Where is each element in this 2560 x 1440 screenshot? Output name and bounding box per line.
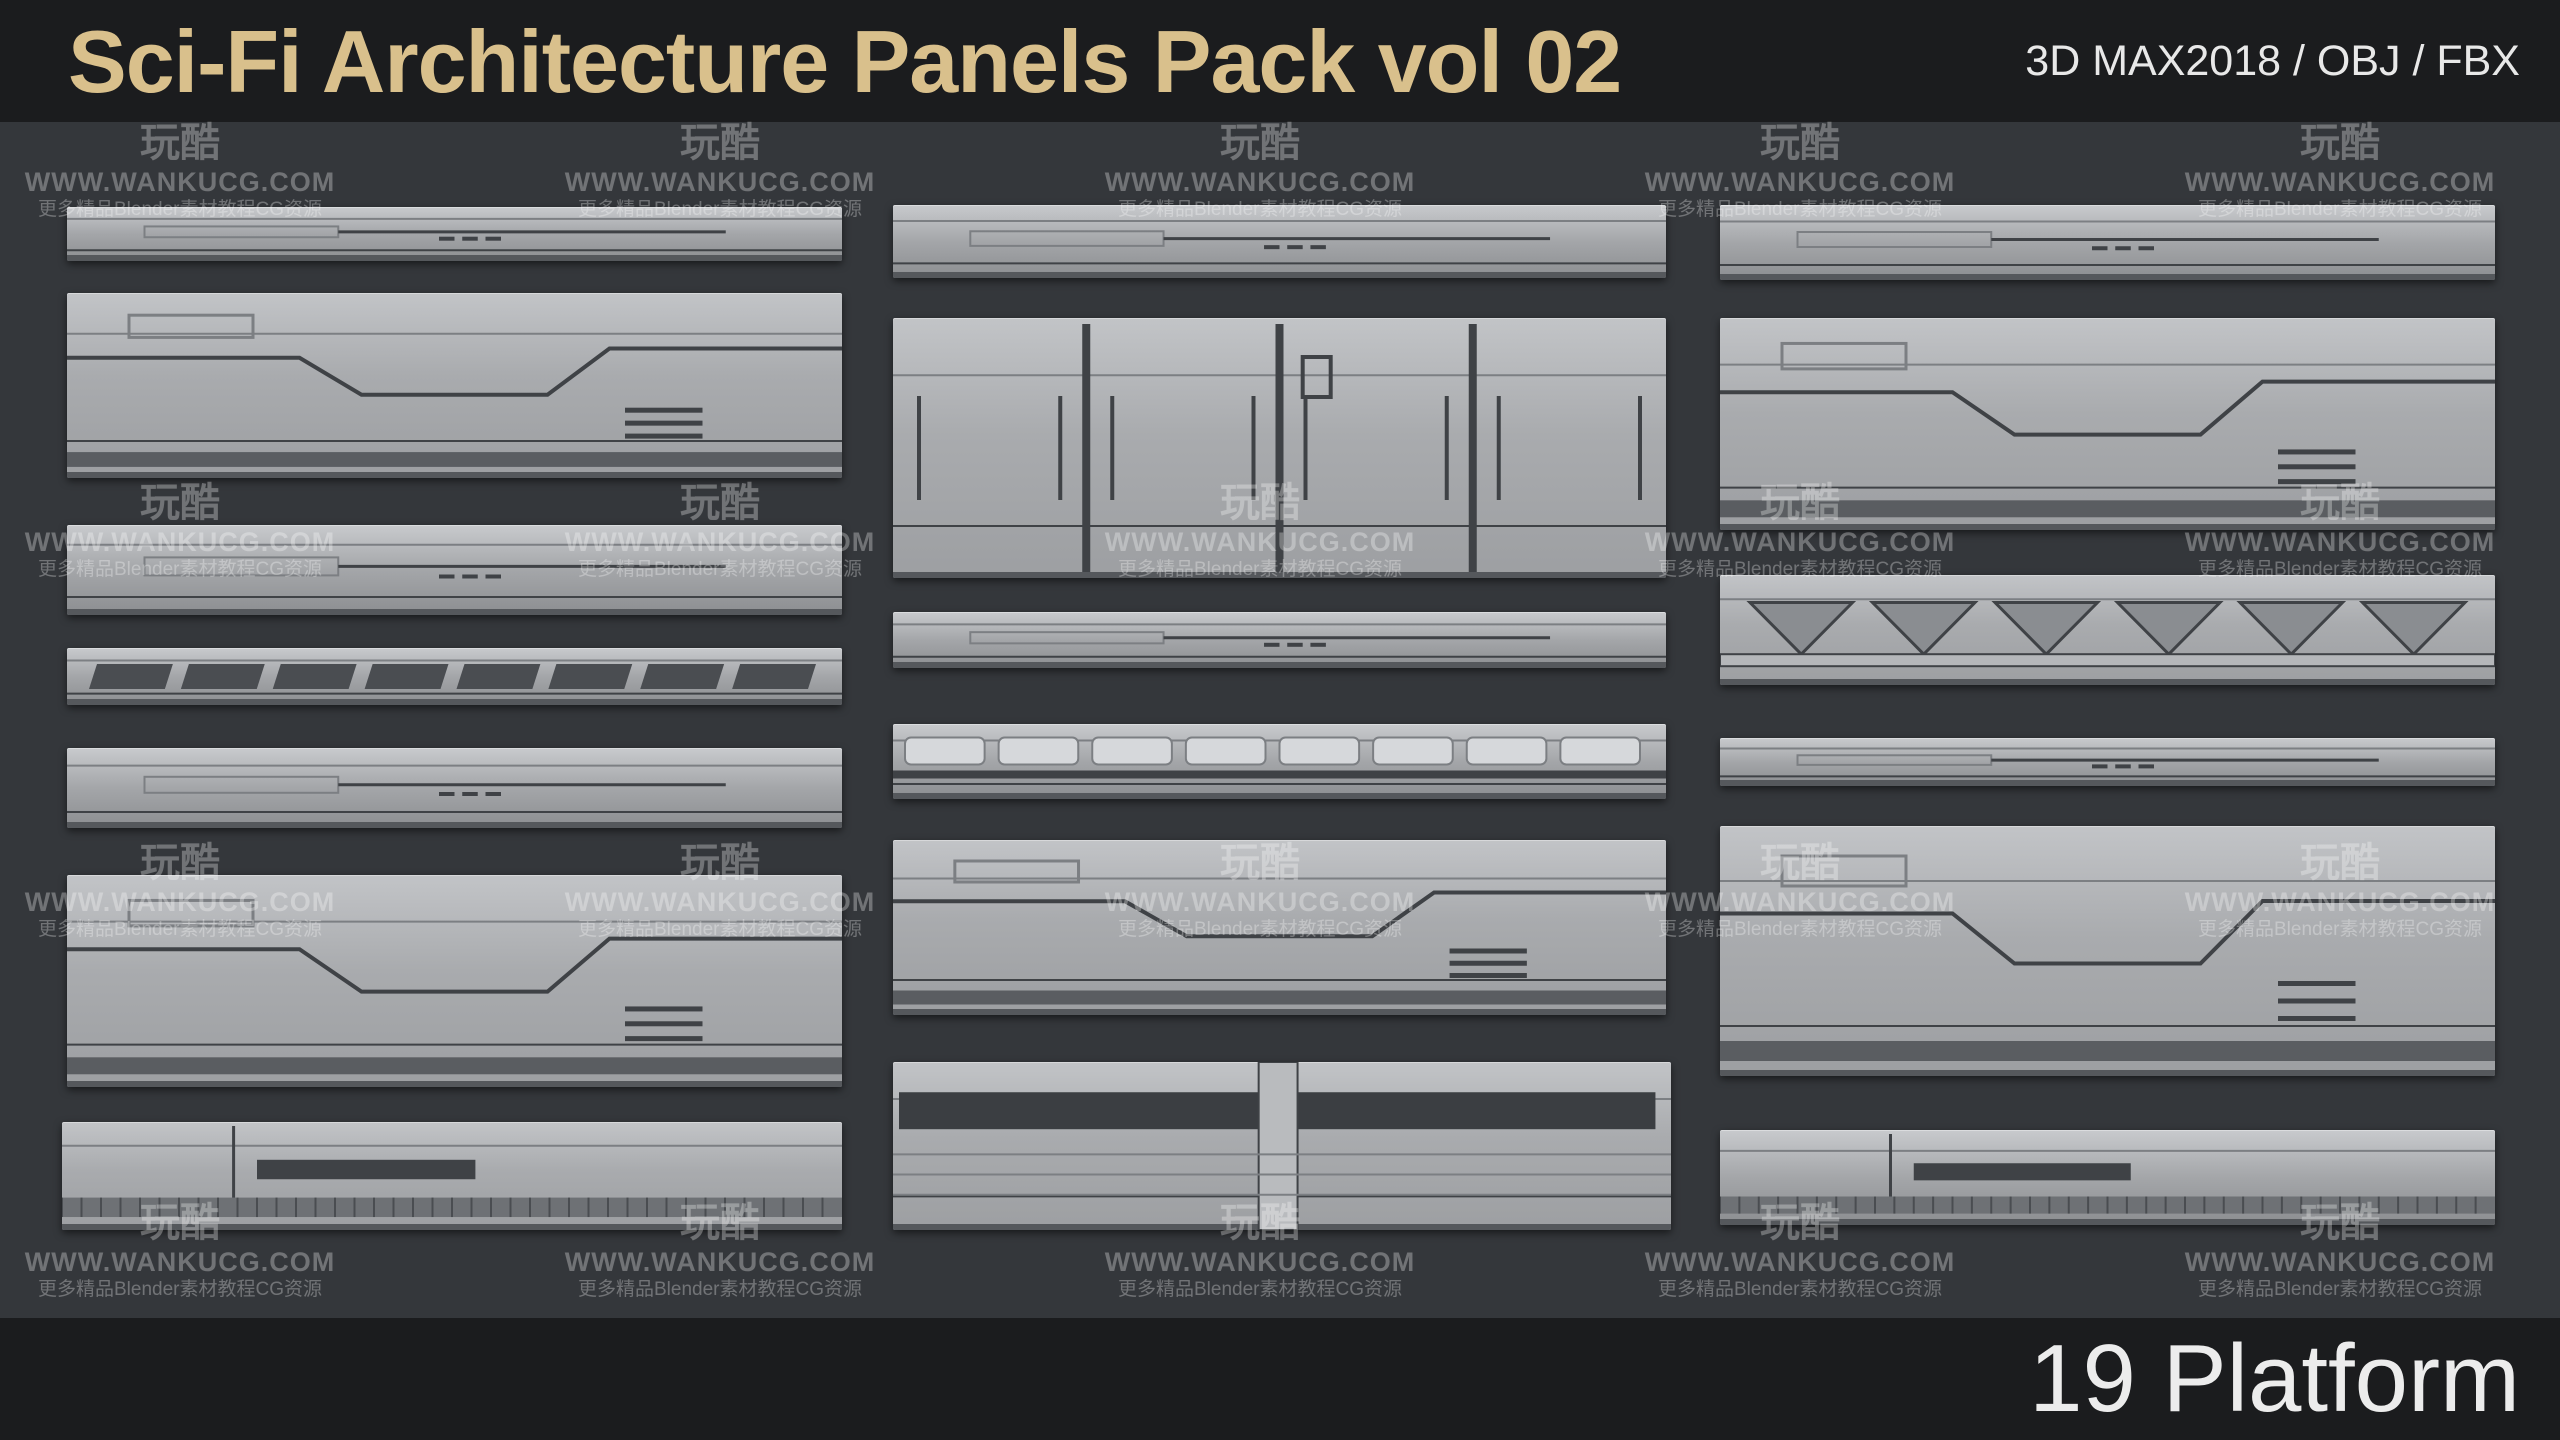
panel-detail (67, 217, 842, 261)
watermark-site: WWW.WANKUCG.COM (24, 1247, 336, 1277)
platform-19 (1720, 1130, 2495, 1225)
platform-3 (67, 525, 842, 615)
platform-18 (1720, 826, 2495, 1076)
watermark-tagline: 更多精品Blender素材教程CG资源 (578, 1279, 862, 1300)
platform-6 (67, 875, 842, 1087)
watermark-site: WWW.WANKUCG.COM (1644, 167, 1956, 197)
panel-detail (1720, 747, 2495, 786)
platform-12 (893, 840, 1666, 1015)
watermark-site: WWW.WANKUCG.COM (1104, 1247, 1416, 1277)
watermark-logo: 玩酷 (140, 121, 220, 165)
panel-detail (1720, 598, 2495, 685)
panel-detail (893, 220, 1666, 278)
platform-5 (67, 748, 842, 828)
platform-14 (1720, 205, 2495, 280)
panel-detail (62, 1126, 842, 1230)
watermark-tagline: 更多精品Blender素材教程CG资源 (1118, 1279, 1402, 1300)
platform-8 (893, 205, 1666, 278)
platform-2 (67, 293, 842, 478)
panel-detail (67, 764, 842, 828)
panel-detail (67, 898, 842, 1087)
watermark-tagline: 更多精品Blender素材教程CG资源 (2198, 1279, 2482, 1300)
platform-9 (893, 318, 1666, 578)
watermark-site: WWW.WANKUCG.COM (1644, 527, 1956, 557)
panel-detail (67, 543, 842, 615)
watermark-site: WWW.WANKUCG.COM (24, 167, 336, 197)
title-bar: Sci-Fi Architecture Panels Pack vol 02 3… (0, 0, 2560, 122)
panel-detail (893, 1062, 1671, 1230)
watermark-tagline: 更多精品Blender素材教程CG资源 (1658, 1279, 1942, 1300)
platform-count: 19 Platform (2029, 1325, 2520, 1432)
panel-detail (1720, 341, 2495, 530)
panel-detail (893, 623, 1666, 668)
watermark-site: WWW.WANKUCG.COM (1644, 1247, 1956, 1277)
platform-13 (893, 1062, 1671, 1230)
watermark-site: WWW.WANKUCG.COM (564, 1247, 876, 1277)
platform-16 (1720, 575, 2495, 685)
watermark-logo: 玩酷 (680, 121, 760, 165)
footer-bar: 19 Platform (0, 1318, 2560, 1440)
panel-detail (67, 659, 842, 705)
watermark-site: WWW.WANKUCG.COM (2184, 167, 2496, 197)
platform-1 (67, 207, 842, 261)
watermark-logo: 玩酷 (1220, 121, 1300, 165)
panel-detail (893, 859, 1666, 1015)
watermark-tagline: 更多精品Blender素材教程CG资源 (38, 1279, 322, 1300)
platform-7 (62, 1122, 842, 1230)
watermark-site: WWW.WANKUCG.COM (564, 167, 876, 197)
panel-detail (1720, 1134, 2495, 1225)
format-list: 3D MAX2018 / OBJ / FBX (2025, 37, 2520, 85)
platform-15 (1720, 318, 2495, 530)
panel-detail (1720, 220, 2495, 280)
platform-10 (893, 612, 1666, 668)
panel-detail (1720, 854, 2495, 1076)
watermark-site: WWW.WANKUCG.COM (1104, 167, 1416, 197)
watermark-site: WWW.WANKUCG.COM (2184, 527, 2496, 557)
watermark-logo: 玩酷 (2300, 121, 2380, 165)
platform-11 (893, 724, 1666, 799)
watermark-logo: 玩酷 (680, 481, 760, 525)
platform-4 (67, 648, 842, 705)
panel-detail (893, 736, 1666, 799)
watermark-logo: 玩酷 (1760, 121, 1840, 165)
panel-detail (67, 313, 842, 478)
watermark-site: WWW.WANKUCG.COM (2184, 1247, 2496, 1277)
panel-detail (893, 324, 1666, 578)
watermark-logo: 玩酷 (140, 481, 220, 525)
platform-17 (1720, 738, 2495, 786)
page-title: Sci-Fi Architecture Panels Pack vol 02 (68, 12, 1622, 111)
